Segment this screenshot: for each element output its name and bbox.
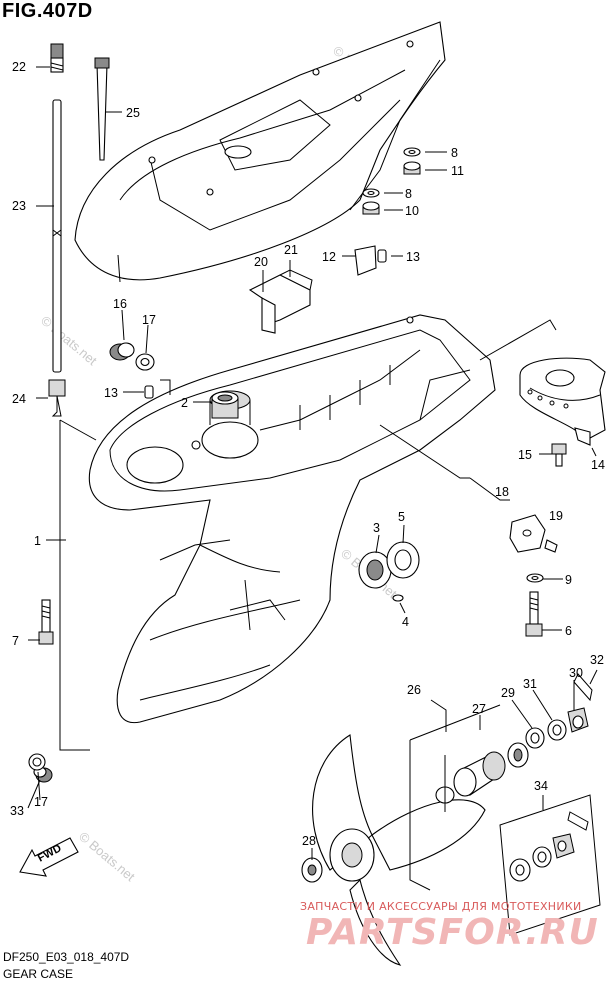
clamp-parts: [248, 245, 387, 334]
bearing-part-2: [211, 391, 239, 419]
boats-watermark-4: © Boats.net: [76, 829, 138, 885]
callout-9: 9: [565, 573, 572, 587]
callout-11: 11: [451, 164, 464, 178]
callout-33: 33: [10, 804, 24, 818]
callout-25: 25: [126, 106, 140, 120]
callout-20: 20: [254, 255, 268, 269]
figure-code: DF250_E03_018_407D: [3, 950, 130, 964]
callout-14: 14: [591, 458, 605, 472]
callout-labels: 22 25 23 8 11 8 10 21 20 12 13 16 17 13 …: [10, 60, 605, 848]
propeller: [301, 734, 486, 966]
bolt-7: [38, 599, 54, 645]
callout-32: 32: [590, 653, 604, 667]
callout-18: 18: [495, 485, 509, 499]
callout-6: 6: [565, 624, 572, 638]
figure-title: FIG.407D: [2, 0, 93, 22]
callout-10: 10: [405, 204, 419, 218]
boats-watermark-2: © Boats.net: [38, 313, 100, 369]
seal-parts-left: [109, 342, 155, 399]
partsfor-brand-logo: PARTSFOR.RU: [306, 912, 599, 953]
callout-21: 21: [284, 243, 298, 257]
fwd-arrow: FWD: [19, 837, 79, 877]
leader-lines: [27, 66, 598, 891]
callout-1: 1: [34, 534, 41, 548]
callout-22: 22: [12, 60, 26, 74]
callout-8-lower: 8: [405, 187, 412, 201]
callout-15: 15: [518, 448, 532, 462]
callout-27: 27: [472, 702, 486, 716]
callout-17-lower: 17: [34, 795, 48, 809]
upper-cover: [74, 21, 446, 283]
callout-30: 30: [569, 666, 583, 680]
prop-nut-set: [525, 673, 593, 749]
callout-4: 4: [402, 615, 409, 629]
callout-13-lower: 13: [104, 386, 118, 400]
hub-kit-27: [435, 742, 529, 804]
seal-stack-3-5: [358, 541, 420, 602]
callout-17-upper: 17: [142, 313, 156, 327]
callout-23: 23: [12, 199, 26, 213]
callout-28: 28: [302, 834, 316, 848]
prop-nut-kit-34: [499, 794, 601, 936]
callout-12: 12: [322, 250, 336, 264]
callout-5: 5: [398, 510, 405, 524]
callout-3: 3: [373, 521, 380, 535]
callout-13-upper: 13: [406, 250, 420, 264]
bolt-6-washer-9: [525, 573, 544, 637]
callout-26: 26: [407, 683, 421, 697]
drive-shaft: [48, 43, 66, 417]
callout-2: 2: [181, 396, 188, 410]
partsfor-tagline: ЗАПЧАСТИ И АКСЕССУАРЫ ДЛЯ МОТОТЕХНИКИ: [300, 900, 582, 913]
figure-name: GEAR CASE: [3, 967, 74, 981]
callout-7: 7: [12, 634, 19, 648]
bracket-18: [509, 514, 558, 553]
trim-tab-anode: [519, 357, 606, 467]
callout-31: 31: [523, 677, 537, 691]
gear-case-housing: [88, 314, 496, 724]
drain-plug-33: [28, 753, 53, 783]
callout-19: 19: [549, 509, 563, 523]
callout-34: 34: [534, 779, 548, 793]
callout-24: 24: [12, 392, 26, 406]
callout-8-upper: 8: [451, 146, 458, 160]
nuts-washers-top: [362, 147, 421, 215]
callout-29: 29: [501, 686, 515, 700]
cable-tie: [94, 57, 110, 161]
callout-16: 16: [113, 297, 127, 311]
